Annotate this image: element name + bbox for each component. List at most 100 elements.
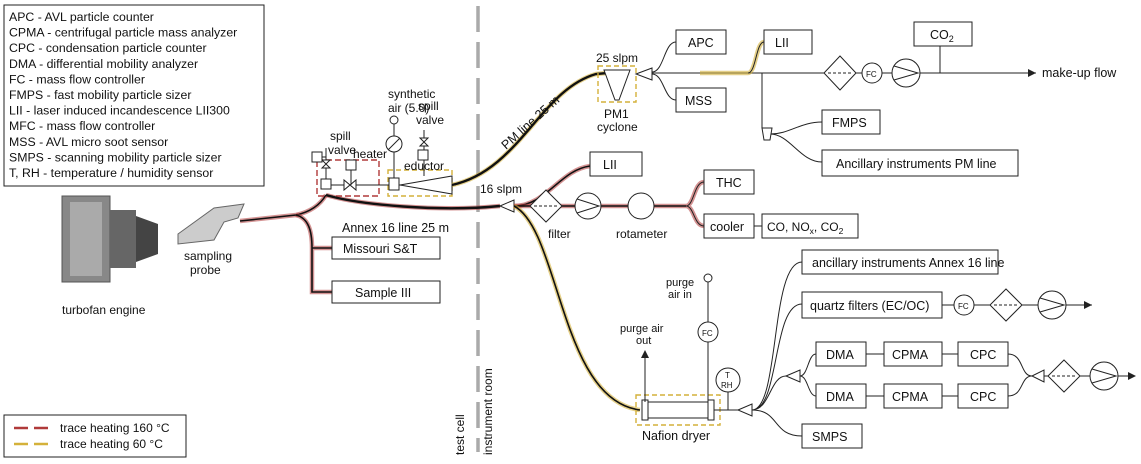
lii-top-label: LII <box>775 36 789 50</box>
pump-top-icon <box>891 58 921 88</box>
abbreviation-item: SMPS - scanning mobility particle sizer <box>9 150 222 164</box>
cooler-box <box>703 213 755 239</box>
gases-label: CO, NOx, CO2 <box>767 220 844 236</box>
heater-label: heater <box>353 147 387 161</box>
annex16-line <box>325 193 501 210</box>
nafion-label: Nafion dryer <box>642 429 710 443</box>
lii-mid-label: LII <box>603 158 617 172</box>
pm1-cyclone-icon <box>603 69 631 101</box>
ancillary-pm-box <box>821 149 1019 177</box>
smps-box <box>801 423 863 449</box>
trace-60-label: trace heating 60 °C <box>60 437 163 451</box>
spill-valve-1-label-a: spill <box>330 129 351 143</box>
sample3-box <box>331 280 441 304</box>
synthetic-label-2: air (5.0) <box>388 101 429 115</box>
rotameter-label: rotameter <box>616 227 667 241</box>
fmps-box <box>821 109 881 135</box>
fc-top-icon <box>861 62 883 84</box>
apc-label: APC <box>688 36 714 50</box>
cyclone-label-1: PM1 <box>604 107 629 121</box>
cpma2-label: CPMA <box>892 390 929 404</box>
probe-branch-lines <box>295 214 332 293</box>
cpc2-box <box>957 383 1009 409</box>
spill-valve-2-label-b: valve <box>416 113 444 127</box>
synthetic-label-1: synthetic <box>388 87 435 101</box>
probe-label-2: probe <box>190 263 221 277</box>
turbofan-label: turbofan engine <box>62 303 146 317</box>
cooler-label: cooler <box>710 220 744 234</box>
fc-quartz-icon <box>953 294 975 316</box>
lii-mid-box <box>589 151 643 177</box>
filter-mid-label: filter <box>548 227 571 241</box>
cpma1-label: CPMA <box>892 348 929 362</box>
eductor-icon <box>399 175 453 195</box>
smps-label: SMPS <box>812 430 847 444</box>
purge-in-label-1: purge <box>666 277 694 289</box>
abbreviation-item: FC - mass flow controller <box>9 72 145 86</box>
purge-out-label-2: out <box>636 335 651 347</box>
junction-box <box>320 178 332 190</box>
slpm25-label: 25 slpm <box>596 51 638 65</box>
mss-box <box>675 87 727 113</box>
probe-trunk-line <box>239 194 327 222</box>
svg-text:FC: FC <box>866 70 877 79</box>
makeup-flow-label: make-up flow <box>1042 66 1117 80</box>
pm-line-label: PM line 25 m <box>499 93 563 152</box>
co2-label: CO2 <box>930 28 954 44</box>
rotameter-icon <box>627 192 655 220</box>
svg-text:FC: FC <box>702 329 713 338</box>
annex-line-label: Annex 16 line 25 m <box>342 221 449 235</box>
svg-text:FC: FC <box>958 302 969 311</box>
trace-legend-box <box>3 414 187 458</box>
trace-160-label: trace heating 160 °C <box>60 421 170 435</box>
slpm16-label: 16 slpm <box>480 182 522 196</box>
instrument-room-label: instrument room <box>481 368 495 455</box>
abbreviation-item: APC - AVL particle counter <box>9 10 154 24</box>
ancillary-annex-box <box>801 249 999 275</box>
dma2-label: DMA <box>826 390 854 404</box>
splitter-16-icon <box>498 199 515 213</box>
abbreviation-item: MFC - mass flow controller <box>9 119 155 133</box>
abbreviation-item: CPC - condensation particle counter <box>9 41 207 55</box>
svg-text:T: T <box>725 371 730 380</box>
spill-valve-2-icon[interactable] <box>418 137 430 147</box>
purge-out-label-1: purge air <box>620 323 664 335</box>
pump-quartz-icon <box>1037 290 1067 320</box>
mss-label: MSS <box>685 94 712 108</box>
cpma1-box <box>883 341 943 367</box>
nafion-dryer-icon <box>641 401 715 419</box>
svg-text:RH: RH <box>721 381 733 390</box>
abbreviation-item: T, RH - temperature / humidity sensor <box>9 166 213 180</box>
missouri-label: Missouri S&T <box>343 242 418 256</box>
cpc1-box <box>957 341 1009 367</box>
turbofan-engine-icon <box>61 195 158 283</box>
spill-valve-1-icon[interactable] <box>320 159 332 169</box>
ancillary-pm-label: Ancillary instruments PM line <box>836 157 997 171</box>
thc-label: THC <box>716 176 742 190</box>
spill-valve-1-label-b: valve <box>328 143 356 157</box>
purge-in-label-2: air in <box>668 289 692 301</box>
abbreviation-item: FMPS - fast mobility particle sizer <box>9 88 191 102</box>
cyclone-label-2: cyclone <box>597 120 638 134</box>
pump-bottom-icon <box>1089 361 1119 391</box>
lii-top-box <box>763 29 813 55</box>
ancillary-annex-label: ancillary instruments Annex 16 line <box>812 256 1005 270</box>
cpc1-label: CPC <box>970 348 996 362</box>
apc-box <box>675 29 727 55</box>
dma1-box <box>815 341 867 367</box>
abbreviation-item: DMA - differential mobility analyzer <box>9 57 198 71</box>
abbreviation-item: CPMA - centrifugal particle mass analyze… <box>9 26 237 40</box>
pm-line <box>451 70 619 187</box>
inline-valve-icon[interactable] <box>343 178 357 192</box>
dma1-label: DMA <box>826 348 854 362</box>
probe-label-1: sampling <box>184 249 232 263</box>
pump-mid-icon <box>574 192 602 220</box>
sample3-label: Sample III <box>355 286 411 300</box>
fc-purge-icon <box>697 321 719 343</box>
thc-box <box>703 169 755 195</box>
abbreviation-legend-box <box>3 4 265 187</box>
test-cell-label: test cell <box>453 414 467 455</box>
spill-valve-2-label-a: spill <box>418 99 439 113</box>
